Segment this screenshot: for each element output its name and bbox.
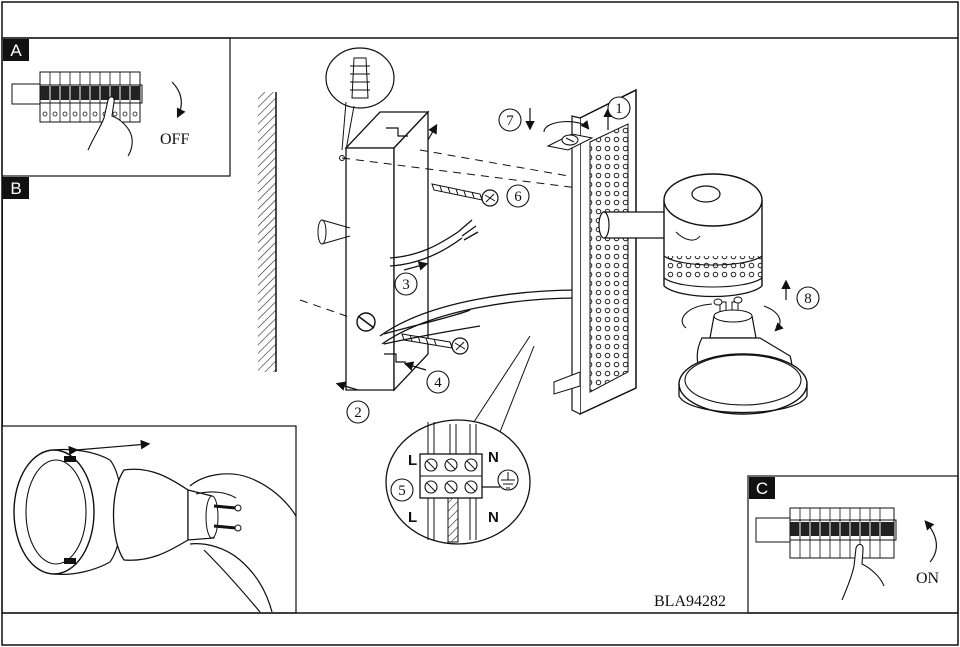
panel-c-badge: [749, 477, 775, 499]
bulb-twist-arrow: [68, 439, 151, 456]
step-7-label: 7: [506, 113, 514, 129]
step-6-label: 6: [514, 189, 522, 205]
earth-icon: [497, 469, 519, 491]
hand-icon-c: [841, 543, 885, 601]
wall-plug-callout: [325, 47, 395, 151]
adjustment-screw-7: [525, 107, 613, 151]
step-3-marker: [394, 272, 418, 296]
rotation-arrow-8: [681, 303, 780, 330]
on-direction-arrow: [924, 520, 937, 563]
terminal-l-bottom: L: [408, 509, 417, 526]
step-3-label: 3: [402, 277, 410, 293]
panel-b-frame-line: [2, 176, 3, 426]
on-label: ON: [916, 570, 940, 587]
off-direction-arrow: [171, 81, 186, 119]
step-2-label: 2: [354, 405, 362, 421]
step-4-label: 4: [434, 375, 442, 391]
panel-a-letter: A: [10, 41, 22, 60]
step-4-marker: [426, 370, 450, 394]
spotlight-head: [598, 173, 763, 298]
hand-icon: [87, 96, 133, 157]
panel-b-letter: B: [10, 179, 21, 198]
terminal-n-top: N: [488, 449, 499, 466]
alignment-guides: [299, 149, 581, 319]
screw-6: [431, 183, 499, 207]
step-5-marker: [390, 478, 414, 502]
mains-cable: [389, 219, 479, 267]
step-5-label: 5: [398, 483, 406, 499]
step-7-marker: [498, 108, 522, 132]
wall-plug-left: [317, 219, 351, 245]
step-1-label: 1: [615, 101, 623, 117]
step-2-marker: [346, 400, 370, 424]
breaker-panel-c: [755, 507, 897, 559]
terminal-l-top: L: [408, 452, 417, 469]
bulb-install-panel: [1, 425, 297, 614]
off-label: OFF: [160, 131, 189, 148]
terminal-block-callout: [385, 335, 535, 545]
step-8-label: 8: [804, 291, 812, 307]
wall: [258, 92, 277, 372]
panel-c-letter: C: [756, 479, 768, 498]
arrow-bracket-up: [427, 123, 438, 141]
lamp-canopy: [553, 88, 637, 416]
panel-b-badge: [3, 177, 29, 199]
arrow-step-3: [403, 261, 429, 271]
lamp-glass-ring: [678, 353, 808, 415]
breaker-panel-a: [11, 71, 143, 123]
lamp-cable: [379, 289, 581, 345]
panel-a-badge: [3, 39, 29, 61]
step-8-marker: [796, 286, 820, 310]
arrow-step-2: [335, 381, 359, 391]
panel-a: A: [1, 37, 231, 177]
step-markers: [346, 96, 820, 502]
step-6-marker: [506, 184, 530, 208]
product-code: BLA94282: [654, 593, 726, 610]
step-1-marker: [607, 96, 631, 120]
arrow-step-4: [403, 361, 427, 371]
terminal-n-bottom: N: [488, 509, 499, 526]
mounting-bracket: [339, 110, 430, 392]
panel-c: [747, 475, 959, 614]
